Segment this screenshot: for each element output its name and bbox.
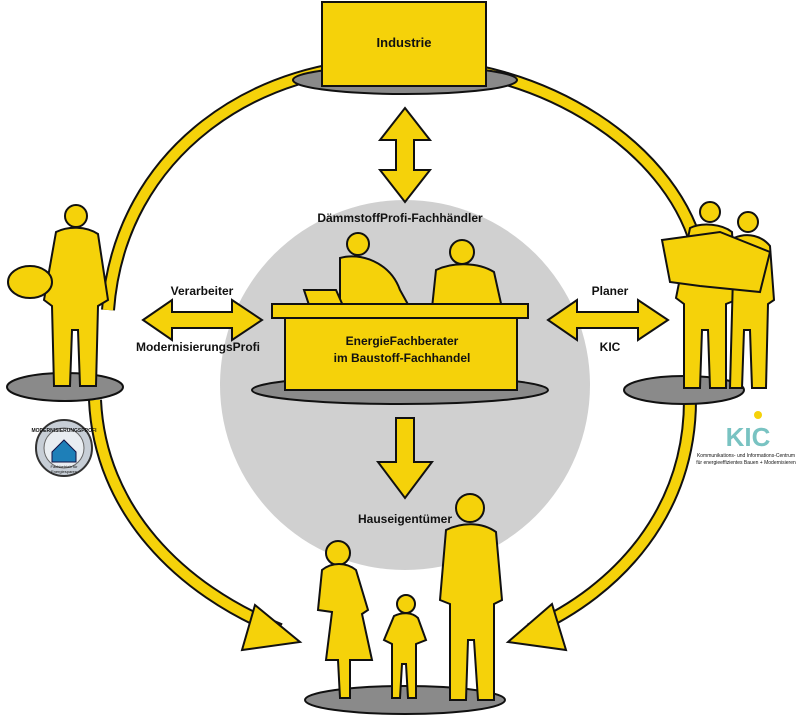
left-worker-silhouette (7, 204, 110, 387)
kic-line1: Kommunikations- und Informations-Centrum (697, 453, 795, 459)
person-silhouette-icon (699, 201, 721, 223)
person-silhouette-icon (325, 540, 351, 566)
desk-label-line2: im Baustoff-Fachhandel (334, 351, 471, 365)
person-silhouette-icon (64, 204, 88, 228)
double-arrow-left (141, 298, 264, 342)
industrie-box (321, 1, 487, 87)
house-icon (51, 439, 77, 463)
left-top-label: Verarbeiter (171, 284, 234, 298)
down-arrow-icon (376, 417, 434, 500)
kic-dot-icon (754, 411, 762, 419)
modernisierungsprofi-logo: MODERNISIERUNGSPROFI Fachbetrieb für Ene… (31, 419, 97, 477)
desk-people (302, 232, 504, 309)
modprofi-line1: Fachbetrieb für (51, 464, 79, 469)
curved-arrow-left (88, 399, 303, 652)
desk-label-line1: EnergieFachberater (346, 334, 459, 348)
person-silhouette-icon (396, 594, 416, 614)
blueprint-icon (660, 230, 772, 294)
right-planners-silhouette (660, 201, 776, 389)
right-top-label: Planer (592, 284, 629, 298)
double-arrow-vertical (377, 106, 433, 204)
industrie-label: Industrie (377, 35, 432, 50)
person-silhouette-icon (346, 232, 370, 256)
bottom-label: Hauseigentümer (358, 512, 452, 526)
kic-line2: für energieeffizientes Bauen + Modernisi… (696, 460, 796, 466)
family-platform (304, 685, 506, 715)
person-silhouette-icon (449, 239, 475, 265)
person-silhouette-icon (455, 493, 485, 523)
double-arrow-right (546, 298, 670, 342)
center-title: DämmstoffProfi-Fachhändler (317, 211, 483, 225)
curved-arrow-right (505, 399, 697, 652)
left-bottom-label: ModernisierungsProfi (136, 340, 260, 354)
curved-arrow-right-head (505, 602, 568, 652)
curved-arrow-left-head (240, 603, 303, 652)
person-silhouette-icon (737, 211, 759, 233)
modprofi-ring-text: MODERNISIERUNGSPROFI (31, 428, 97, 434)
modprofi-line2: Energiesparen (51, 469, 77, 474)
kic-mark: KIC (726, 422, 771, 452)
desk (271, 303, 529, 391)
family-silhouette (316, 493, 504, 701)
right-bottom-label: KIC (600, 340, 621, 354)
kic-logo: KIC Kommunikations- und Informations-Cen… (696, 411, 796, 466)
insulation-roll-icon (7, 265, 53, 299)
